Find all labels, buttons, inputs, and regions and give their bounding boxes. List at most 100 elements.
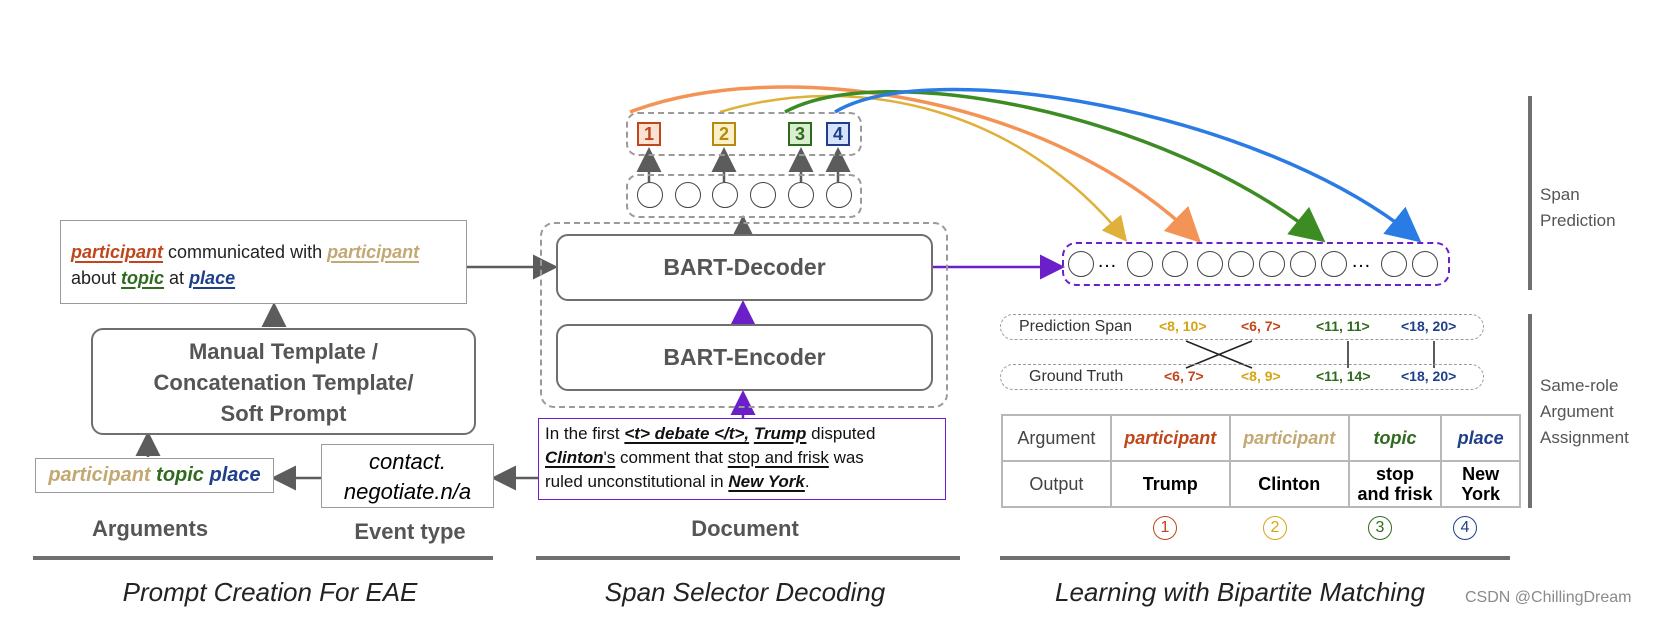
ground-truth-span-4: <18, 20>	[1401, 368, 1457, 384]
document-text: In the first	[545, 424, 625, 443]
candidate-circle	[1228, 251, 1254, 277]
watermark: CSDN @ChillingDream	[1465, 589, 1632, 606]
output-line: New	[1462, 464, 1500, 484]
token-circle	[750, 182, 776, 208]
template-type-line-2: Concatenation Template/	[153, 370, 414, 395]
token-circle	[675, 182, 701, 208]
slot-number-4: 4	[826, 122, 850, 146]
prediction-span-2: <6, 7>	[1241, 318, 1281, 334]
assignment-table: Argument participant participant topic p…	[1001, 414, 1521, 508]
prediction-span-row: Prediction Span <8, 10> <6, 7> <11, 11> …	[1000, 314, 1484, 340]
candidate-circle	[1381, 251, 1407, 277]
same-role-label: Same-role Argument Assignment	[1540, 373, 1629, 451]
argument-participant: participant	[48, 464, 151, 486]
output-line: stop	[1376, 464, 1414, 484]
document-entity-stop-and-frisk: stop and frisk	[727, 448, 829, 467]
bart-encoder-label: BART-Encoder	[663, 344, 826, 370]
span-prediction-line-2: Prediction	[1540, 211, 1616, 230]
template-type-line-3: Soft Prompt	[220, 401, 347, 426]
same-role-line-3: Assignment	[1540, 428, 1629, 447]
section-title-matching: Learning with Bipartite Matching	[1055, 577, 1425, 607]
table-cell-argument: topic	[1347, 414, 1443, 462]
candidate-circle	[1162, 251, 1188, 277]
circled-number-4: 4	[1453, 516, 1477, 540]
candidate-circle	[1290, 251, 1316, 277]
template-word-participant-2: participant	[327, 242, 420, 262]
ground-truth-span-2: <8, 9>	[1241, 368, 1281, 384]
template-word-topic: topic	[121, 268, 165, 288]
template-word-place: place	[189, 268, 236, 288]
label-arguments: Arguments	[91, 516, 209, 541]
table-cell-argument: participant	[1109, 414, 1231, 462]
match-line-cross-b	[1185, 340, 1253, 369]
argument-place: place	[209, 464, 261, 486]
circled-number-1: 1	[1153, 516, 1177, 540]
span-prediction-bracket	[1528, 96, 1532, 290]
same-role-line-2: Argument	[1540, 402, 1614, 421]
template-line-2: about topic at place	[71, 265, 456, 291]
document-text: disputed	[806, 424, 876, 443]
candidate-ellipsis: …	[1097, 250, 1117, 272]
candidate-circle	[1259, 251, 1285, 277]
event-type-line-2: negotiate.n/a	[343, 479, 472, 504]
document-box: In the first <t> debate </t>, Trump disp…	[538, 418, 946, 500]
section-underline-decoder	[536, 556, 960, 560]
candidate-spans-box	[1062, 242, 1450, 286]
bart-decoder-label: BART-Decoder	[663, 254, 826, 280]
token-circle	[826, 182, 852, 208]
template-word-at: at	[164, 268, 190, 288]
document-entity-trump: Trump	[753, 424, 807, 443]
slot-number-1: 1	[637, 122, 661, 146]
section-underline-prompt	[33, 556, 493, 560]
prediction-span-1: <8, 10>	[1159, 318, 1207, 334]
document-line-1: In the first <t> debate </t>, Trump disp…	[545, 422, 939, 446]
document-text: 's	[603, 448, 616, 467]
candidate-circle	[1321, 251, 1347, 277]
span-prediction-label: Span Prediction	[1540, 182, 1616, 234]
table-header-argument: Argument	[1001, 414, 1112, 462]
ground-truth-row: Ground Truth <6, 7> <8, 9> <11, 14> <18,…	[1000, 364, 1484, 390]
ground-truth-span-3: <11, 14>	[1316, 368, 1371, 384]
document-line-3: ruled unconstitutional in New York.	[545, 470, 939, 494]
arguments-box: participant topic place	[35, 458, 274, 493]
bart-outer-dashed-box	[540, 222, 948, 408]
ground-truth-label: Ground Truth	[1029, 368, 1124, 385]
section-title-prompt: Prompt Creation For EAE	[122, 577, 418, 607]
template-line-1: participant communicated with participan…	[71, 239, 456, 265]
document-trigger: <t> debate </t>,	[624, 424, 750, 443]
candidate-ellipsis: …	[1351, 250, 1371, 272]
template-word-communicated: communicated with	[163, 242, 328, 262]
document-line-2: Clinton's comment that stop and frisk wa…	[545, 446, 939, 470]
template-word-participant-1: participant	[71, 242, 164, 262]
prediction-span-4: <18, 20>	[1401, 318, 1457, 334]
table-row: Argument participant participant topic p…	[1001, 414, 1521, 462]
token-circle	[788, 182, 814, 208]
prediction-span-label: Prediction Span	[1019, 318, 1132, 335]
curve-blue	[834, 87, 1422, 243]
argument-topic: topic	[156, 464, 204, 486]
output-line: and frisk	[1357, 484, 1433, 504]
token-circle	[712, 182, 738, 208]
prompt-template-box: participant communicated with participan…	[60, 220, 467, 304]
template-word-about: about	[71, 268, 122, 288]
candidate-circle	[1197, 251, 1223, 277]
output-line: York	[1461, 484, 1500, 504]
section-title-decoder: Span Selector Decoding	[604, 577, 886, 607]
document-text: was	[828, 448, 864, 467]
candidate-circle	[1412, 251, 1438, 277]
circled-number-2: 2	[1263, 516, 1287, 540]
span-prediction-line-1: Span	[1540, 185, 1580, 204]
same-role-bracket	[1528, 314, 1532, 508]
document-text: ruled unconstitutional in	[545, 472, 729, 491]
slot-number-3: 3	[788, 122, 812, 146]
document-entity-clinton: Clinton	[545, 448, 604, 467]
candidate-circle	[1068, 251, 1094, 277]
document-text: comment that	[615, 448, 728, 467]
ground-truth-span-1: <6, 7>	[1164, 368, 1204, 384]
bart-encoder-box: BART-Encoder	[556, 324, 933, 391]
table-cell-output: Clinton	[1228, 460, 1350, 508]
